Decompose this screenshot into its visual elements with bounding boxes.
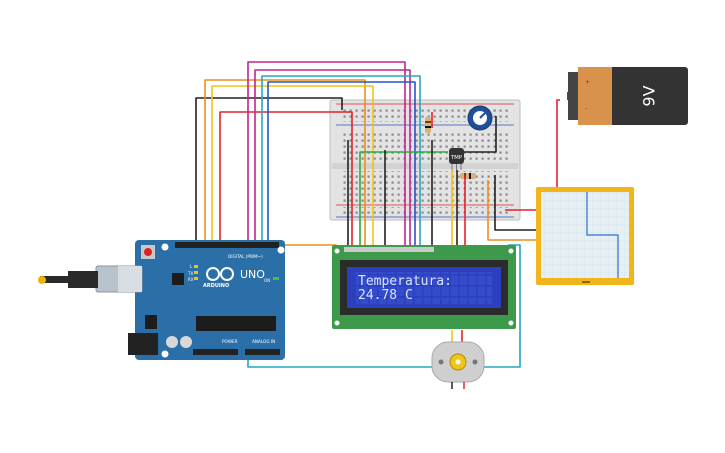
wire-cyan-2 — [247, 244, 521, 368]
power-label: POWER — [222, 339, 238, 344]
signal-trace — [586, 192, 619, 278]
wire-black-6 — [464, 116, 497, 153]
wire-blue — [267, 81, 416, 245]
microcontroller-chip — [196, 316, 276, 331]
battery-plus: + — [585, 79, 590, 86]
temperature-sensor[interactable]: TMP — [449, 148, 464, 170]
analog-header — [245, 349, 280, 355]
digital-header — [175, 242, 279, 248]
resistor-2[interactable] — [460, 173, 476, 179]
breadboard[interactable] — [329, 99, 521, 221]
wire-magenta-1 — [247, 61, 406, 245]
battery-9v[interactable]: 9V + - — [568, 67, 688, 125]
arduino-logo-icon — [206, 267, 220, 281]
wire-red — [219, 111, 353, 245]
usb-cable-icon — [68, 271, 98, 288]
wire-magenta-2 — [254, 69, 411, 245]
arduino-model-label: UNO — [240, 268, 265, 281]
analog-label: ANALOG IN — [252, 339, 275, 344]
resistor-1[interactable] — [425, 117, 431, 133]
dc-motor[interactable] — [431, 341, 485, 389]
lcd-module[interactable]: Temperatura: 24.78 C — [332, 245, 516, 329]
l-label: L — [190, 264, 193, 269]
potentiometer[interactable] — [467, 105, 493, 131]
wire-orange-2 — [487, 180, 540, 241]
wire-orange-3 — [283, 244, 337, 250]
digital-label: DIGITAL (PWM~) — [228, 254, 263, 259]
wires — [195, 61, 569, 368]
power-header — [193, 349, 238, 355]
lcd-line-1: Temperatura: — [358, 274, 452, 289]
wire-yellow — [211, 85, 374, 245]
on-label: ON — [264, 278, 270, 283]
battery-label: 9V — [640, 85, 659, 106]
battery-minus: - — [585, 105, 587, 112]
tx-label: TX — [187, 271, 193, 276]
power-jack — [128, 333, 158, 355]
wire-green — [359, 151, 448, 245]
arduino-brand-label: ARDUINO — [203, 283, 229, 289]
sensor-label: TMP — [450, 155, 463, 161]
rx-label: RX — [188, 277, 194, 282]
lcd-line-2: 24.78 C — [358, 288, 413, 303]
wire-red-battery — [556, 99, 560, 190]
lcd-pin-header — [344, 247, 434, 252]
oscilloscope[interactable] — [536, 187, 634, 285]
wire-black-7 — [494, 175, 540, 231]
wire-black — [195, 97, 343, 245]
wire-cyan — [261, 75, 421, 245]
wire-orange — [204, 79, 366, 245]
arduino-board[interactable]: UNO ARDUINO DIGITAL (PWM~) POWER ANALOG … — [38, 240, 285, 360]
